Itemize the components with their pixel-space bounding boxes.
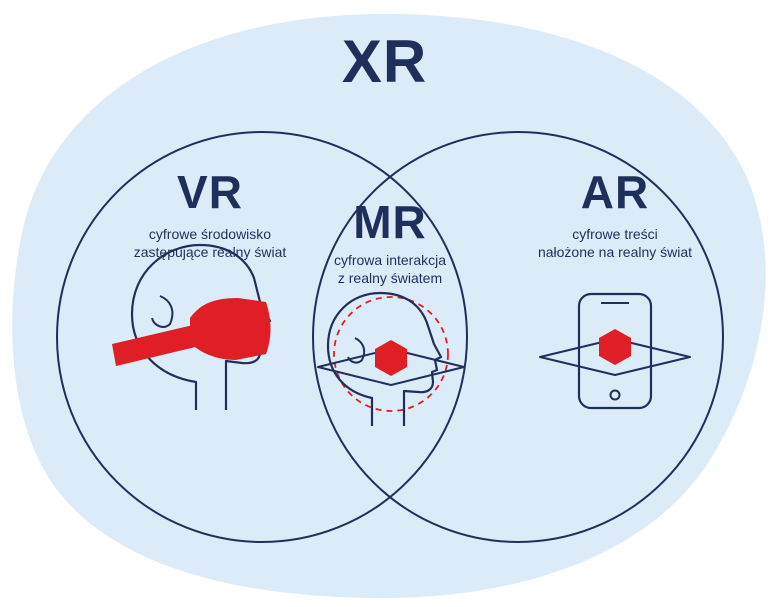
mr-hologram-cube: [375, 340, 407, 376]
mr-description-line-2: z realny światem: [337, 270, 443, 286]
vr-circle: [56, 131, 468, 543]
ar-circle: [312, 131, 724, 543]
head-with-hologram-cube-icon: [317, 291, 465, 426]
ar-description-line-2: nałożone na realny świat: [537, 244, 693, 260]
vr-description-line-2: zastępujące realny świat: [133, 244, 287, 260]
ar-title: AR: [580, 166, 650, 218]
xr-blob: [12, 14, 766, 598]
smartphone-with-cube-icon: [539, 292, 691, 410]
vr-headset-strap: [112, 322, 208, 366]
vr-headset-visor: [190, 298, 271, 360]
mr-description-line-1: cyfrowa interakcja: [333, 252, 447, 268]
vr-description-line-1: cyfrowe środowisko: [148, 226, 272, 242]
ar-cube: [599, 329, 631, 365]
vr-title: VR: [177, 166, 243, 218]
ar-description: cyfrowe treści nałożone na realny świat: [500, 225, 730, 261]
ar-description-line-1: cyfrowe treści: [572, 226, 658, 242]
xr-title: XR: [341, 28, 428, 95]
vr-description: cyfrowe środowisko zastępujące realny św…: [95, 225, 325, 261]
head-with-vr-headset-icon: [112, 243, 272, 410]
mr-title: MR: [353, 196, 427, 248]
mr-description: cyfrowa interakcja z realny światem: [285, 251, 495, 287]
